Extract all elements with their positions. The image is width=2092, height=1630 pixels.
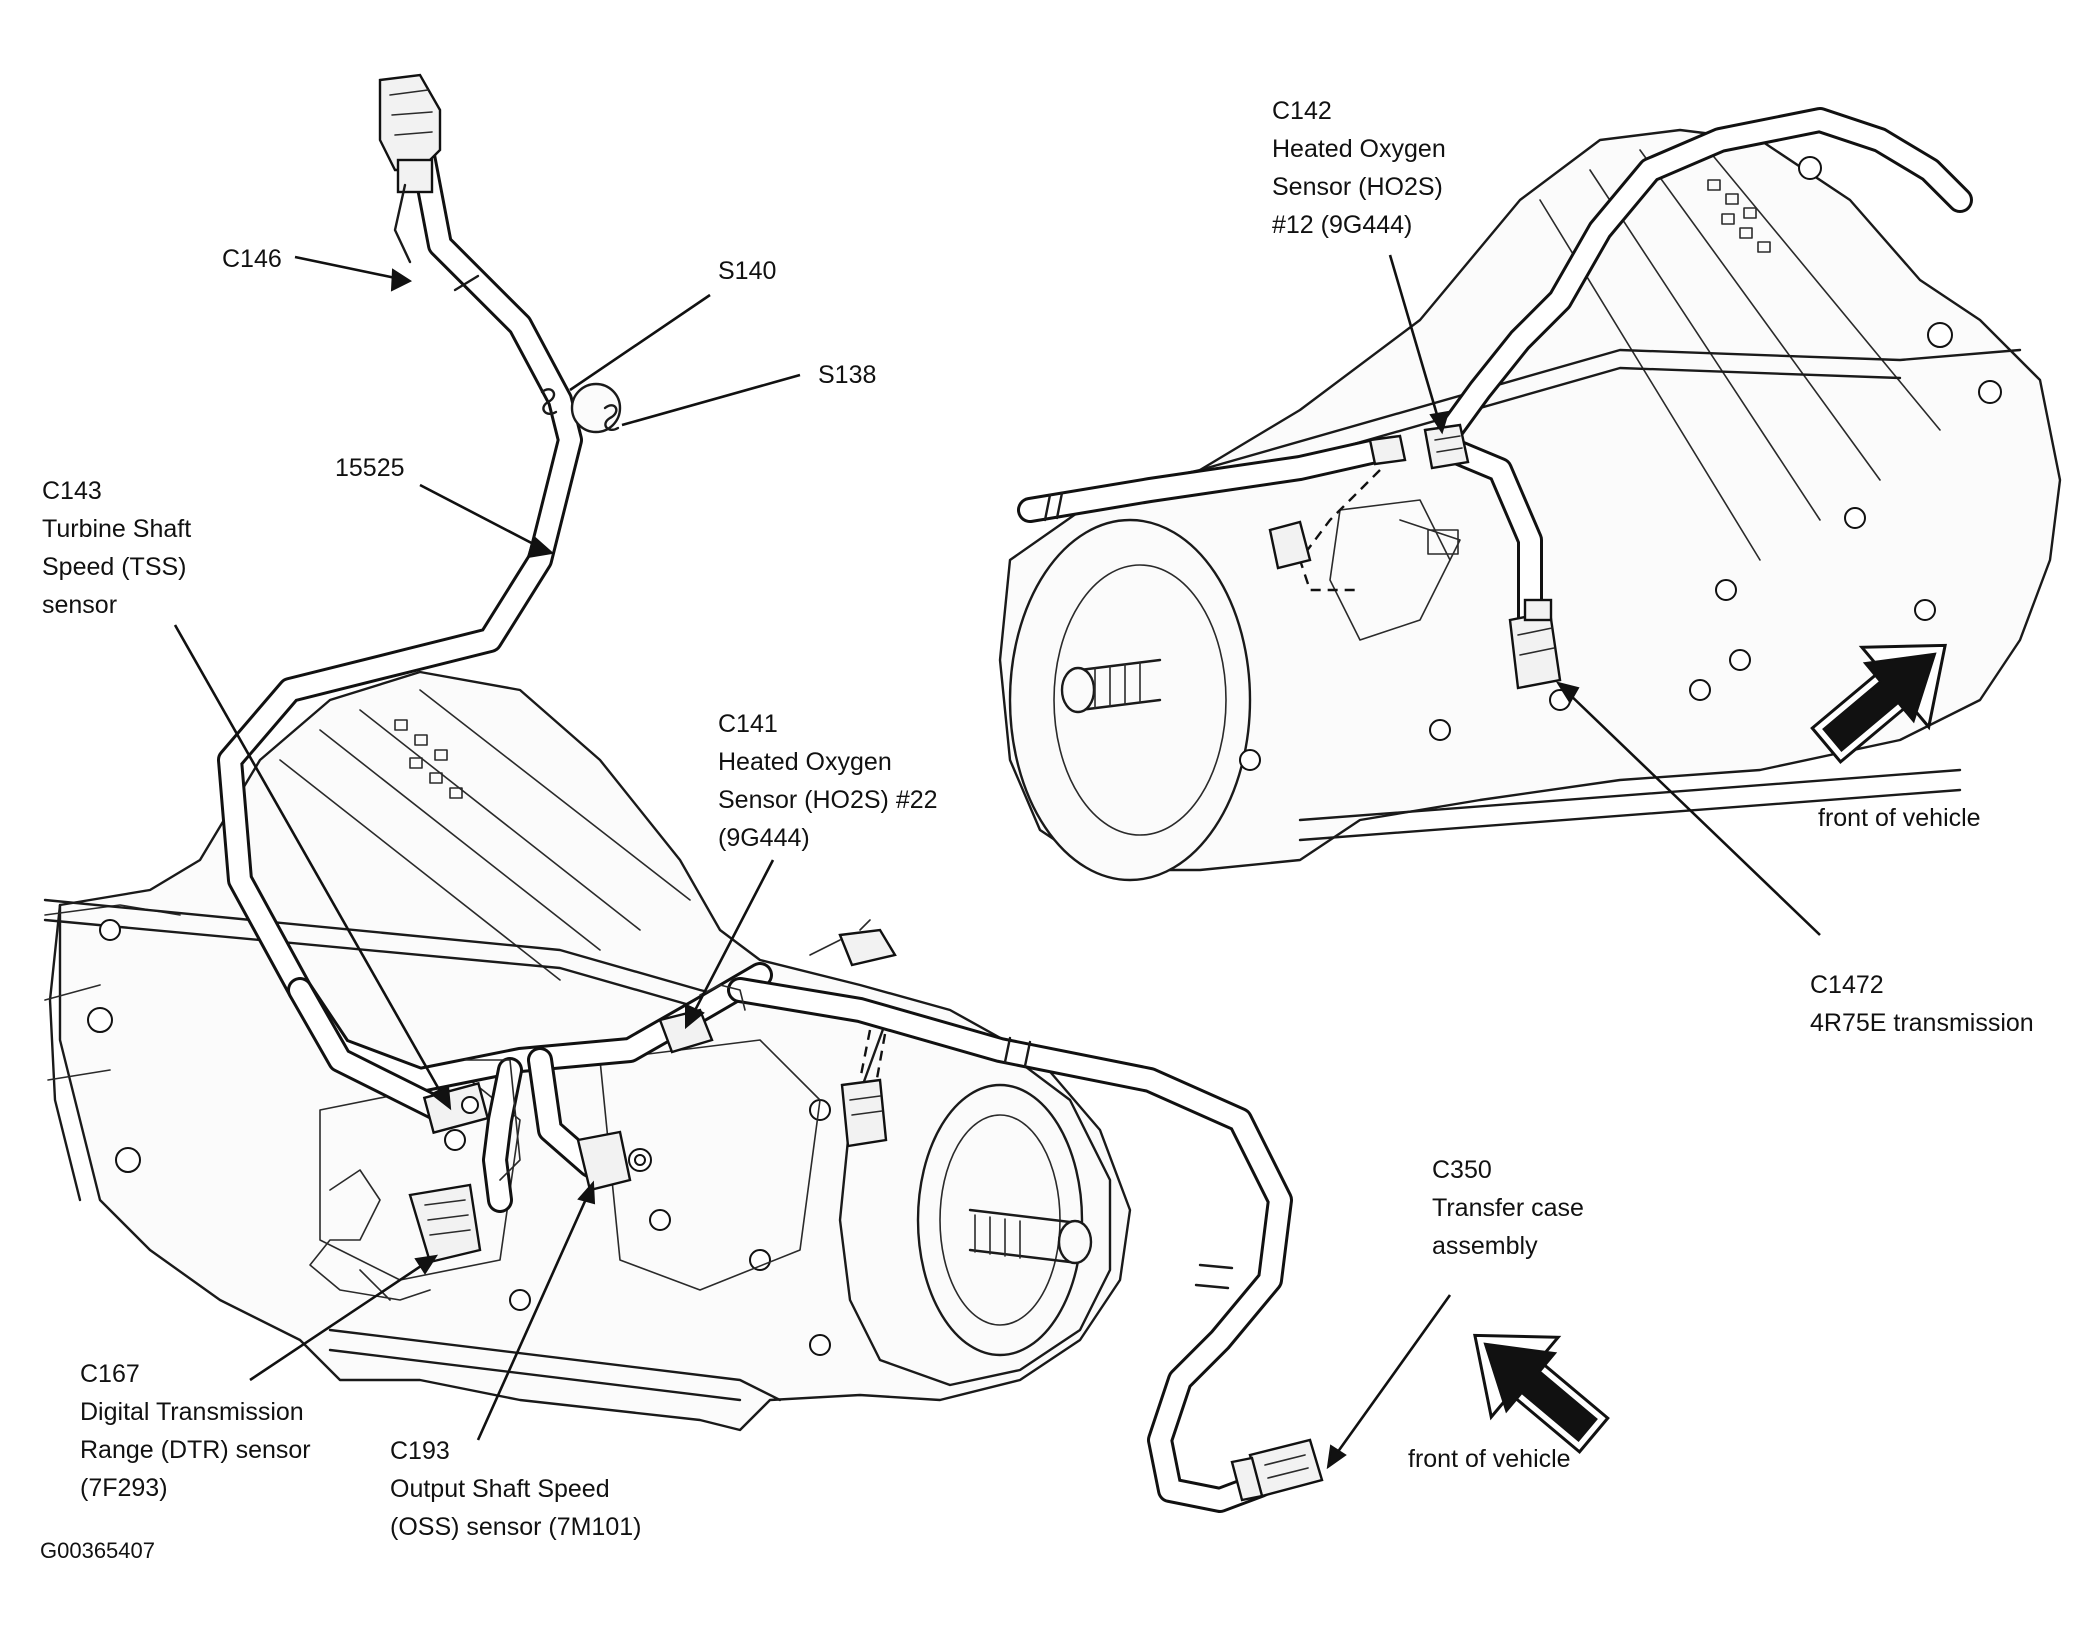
front-of-vehicle-lower-label: front of vehicle <box>1408 1440 1571 1478</box>
c143-line-1: Turbine Shaft <box>42 515 192 543</box>
c143-line-3: sensor <box>42 591 118 619</box>
c142-line-2: Sensor (HO2S) <box>1272 173 1443 201</box>
front-arrow-icon <box>1810 643 1947 764</box>
top-vent-pattern <box>394 719 463 799</box>
c141-line-3: (9G444) <box>718 824 810 852</box>
c193-label: C193 Output Shaft Speed (OSS) sensor (7M… <box>390 1432 641 1546</box>
c1472-connector <box>1508 598 1562 690</box>
c350-line-1: Transfer case <box>1432 1194 1584 1222</box>
c193-line-1: Output Shaft Speed <box>390 1475 610 1503</box>
s138-text: S138 <box>818 361 877 389</box>
s140-text: S140 <box>718 257 777 285</box>
c141-line-2: Sensor (HO2S) #22 <box>718 786 938 814</box>
c167-line-3: (7F293) <box>80 1474 168 1502</box>
front-of-vehicle-upper-label: front of vehicle <box>1818 799 1981 837</box>
splice-icon <box>540 382 622 434</box>
c1472-code: C1472 <box>1810 971 1884 999</box>
c142-line-3: #12 (9G444) <box>1272 211 1413 239</box>
c142-connector <box>1268 423 1470 592</box>
wiring-harness-15525 <box>217 127 1293 1513</box>
upper-wiring-harness <box>1017 107 1973 633</box>
c193-line-2: (OSS) sensor (7M101) <box>390 1513 642 1541</box>
upper-vent-pattern <box>1707 179 1771 253</box>
c167-label: C167 Digital Transmission Range (DTR) se… <box>80 1355 311 1507</box>
c350-code: C350 <box>1432 1156 1492 1184</box>
c143-label: C143 Turbine Shaft Speed (TSS) sensor <box>42 472 191 624</box>
front-of-vehicle-upper-text: front of vehicle <box>1818 804 1981 832</box>
c142-line-1: Heated Oxygen <box>1272 135 1446 163</box>
harness-15525-label: 15525 <box>335 449 405 487</box>
c167-line-2: Range (DTR) sensor <box>80 1436 311 1464</box>
c141-label: C141 Heated Oxygen Sensor (HO2S) #22 (9G… <box>718 705 938 857</box>
c167-code: C167 <box>80 1360 140 1388</box>
leader-lines <box>173 254 1821 1470</box>
upper-transmission-body <box>998 128 2062 882</box>
c142-label: C142 Heated Oxygen Sensor (HO2S) #12 (9G… <box>1272 92 1446 244</box>
c146-label: C146 <box>222 240 282 278</box>
c350-connector <box>1230 1438 1324 1502</box>
c350-label: C350 Transfer case assembly <box>1432 1151 1584 1265</box>
s140-label: S140 <box>718 252 776 290</box>
c167-connector <box>309 1169 482 1301</box>
c193-connector <box>576 1130 652 1192</box>
c143-line-2: Speed (TSS) <box>42 553 187 581</box>
c141-code: C141 <box>718 710 778 738</box>
front-of-vehicle-lower-text: front of vehicle <box>1408 1445 1571 1473</box>
c146-connector <box>378 73 442 264</box>
s138-label: S138 <box>818 356 876 394</box>
c141-connector <box>658 919 897 1148</box>
c142-code: C142 <box>1272 97 1332 125</box>
c167-line-1: Digital Transmission <box>80 1398 304 1426</box>
c350-line-2: assembly <box>1432 1232 1538 1260</box>
c146-text: C146 <box>222 245 282 273</box>
harness-15525-text: 15525 <box>335 454 405 482</box>
figure-id-text: G00365407 <box>40 1538 155 1563</box>
c143-code: C143 <box>42 477 102 505</box>
c1472-line-1: 4R75E transmission <box>1810 1009 2034 1037</box>
c141-line-1: Heated Oxygen <box>718 748 892 776</box>
figure-id-label: G00365407 <box>40 1532 155 1570</box>
c1472-label: C1472 4R75E transmission <box>1810 966 2034 1042</box>
c193-code: C193 <box>390 1437 450 1465</box>
front-arrow-lower-icon <box>1473 1333 1610 1454</box>
